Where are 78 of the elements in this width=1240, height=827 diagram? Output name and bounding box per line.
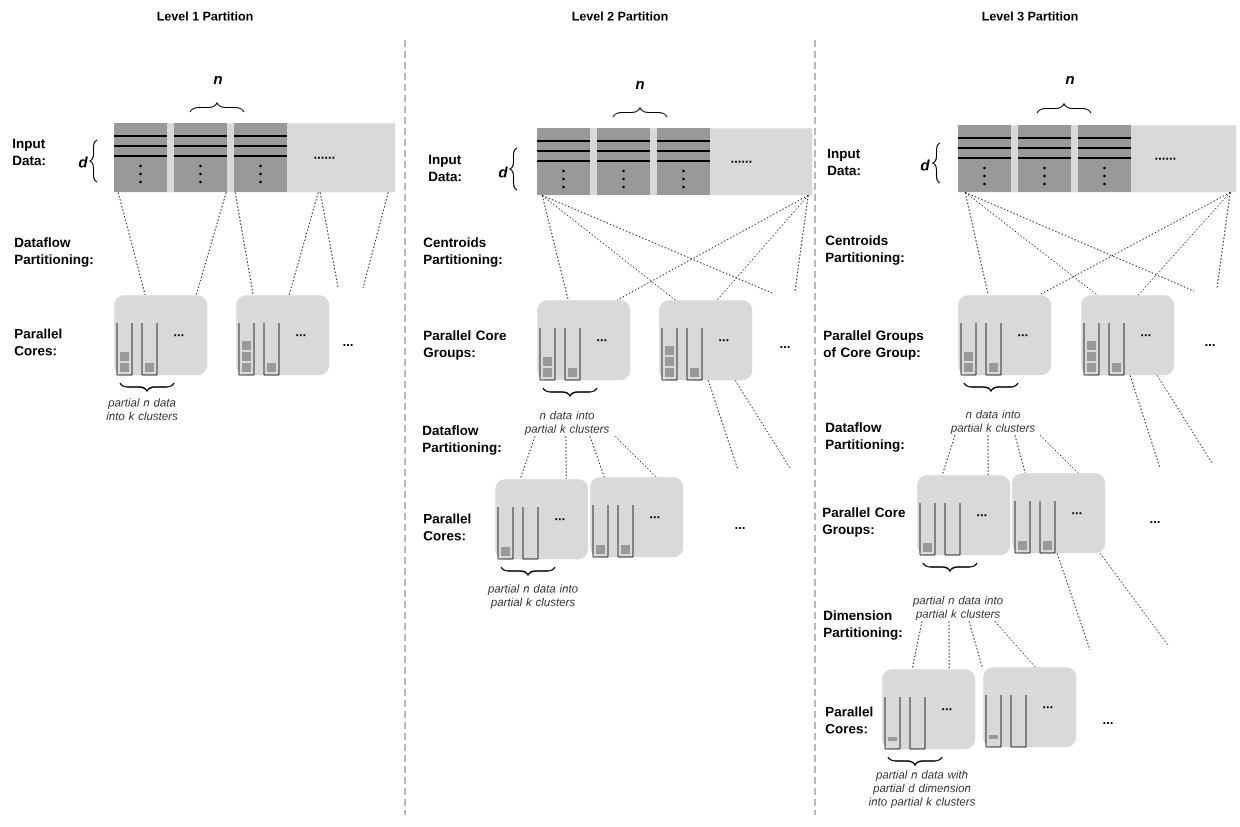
- dotted-line: [1099, 552, 1169, 646]
- dotted-line: [987, 434, 989, 476]
- variable-label: n: [1065, 75, 1074, 85]
- brace-caption: partial n data into partial k clusters: [912, 595, 1003, 621]
- dotted-line: [964, 191, 1195, 292]
- dotted-line: [319, 191, 339, 288]
- dotted-line: [1014, 434, 1026, 474]
- dotted-line: [1137, 191, 1231, 296]
- core-group-box: ...: [882, 669, 976, 750]
- dotted-line: [519, 435, 536, 480]
- dotted-line: [1156, 374, 1213, 464]
- ellipsis: ...: [343, 344, 353, 346]
- dotted-line: [541, 194, 569, 301]
- panel-title: Level 3 Partition: [982, 11, 1078, 21]
- row-label: Dataflow Partitioning:: [15, 237, 93, 267]
- dotted-line: [948, 620, 950, 670]
- brace-caption: partial n data into k clusters: [106, 398, 178, 421]
- dotted-line: [565, 435, 567, 480]
- dotted-line: [117, 191, 146, 296]
- dotted-line: [589, 435, 605, 478]
- row-label: Input Data:: [429, 154, 462, 182]
- core-group-box: ...: [958, 295, 1052, 376]
- variable-label: n: [213, 75, 222, 85]
- dotted-line: [734, 379, 791, 469]
- node-label: ...: [977, 514, 987, 517]
- dotted-line: [716, 194, 809, 301]
- brace-caption: partial n data with partial d dimension into partial k clusters: [868, 770, 976, 808]
- node-label: ...: [555, 518, 565, 521]
- core-group-box: ...: [114, 295, 208, 376]
- ellipsis: ...: [1205, 344, 1215, 346]
- dotted-line: [362, 191, 389, 289]
- ellipsis: ...: [780, 346, 790, 348]
- brace-caption: partial n data into partial k clusters: [487, 584, 578, 609]
- row-label: Dimension Partitioning:: [824, 610, 902, 640]
- core-group-box: ...: [495, 479, 589, 560]
- variable-label: n: [635, 80, 644, 90]
- dotted-line: [911, 620, 923, 670]
- core-group-box: ...: [537, 300, 631, 381]
- data-bar: ......: [537, 128, 813, 196]
- row-label: Centroids Partitioning:: [423, 237, 502, 267]
- ellipsis: ...: [735, 527, 745, 529]
- row-label: Parallel Core Groups:: [822, 507, 905, 537]
- node-label: ...: [1072, 512, 1082, 515]
- dotted-line: [614, 435, 657, 478]
- dotted-line: [1056, 552, 1091, 651]
- core-group-box: ...: [590, 477, 684, 558]
- dotted-line: [234, 191, 254, 296]
- row-label: Input Data:: [13, 138, 46, 166]
- ellipsis: ...: [1150, 521, 1160, 523]
- data-bar: ......: [114, 123, 396, 193]
- dotted-line: [941, 434, 956, 476]
- variable-label: d: [498, 166, 508, 178]
- dotted-line: [541, 194, 773, 294]
- variable-label: d: [78, 156, 88, 168]
- node-label: ...: [650, 516, 660, 519]
- dotted-line: [794, 194, 809, 292]
- brace-caption: n data into partial k clusters: [524, 410, 609, 436]
- variable-label: d: [920, 159, 930, 171]
- core-group-box: ...: [983, 667, 1077, 748]
- dotted-line: [1129, 374, 1161, 469]
- dotted-line: [195, 191, 227, 296]
- dotted-line: [968, 620, 983, 668]
- core-group-box: ...: [917, 475, 1011, 556]
- dotted-line: [1039, 434, 1079, 474]
- row-label: Centroids Partitioning:: [825, 235, 904, 265]
- row-label: Parallel Cores:: [423, 513, 471, 541]
- panel-title: Level 2 Partition: [572, 11, 668, 21]
- dotted-line: [994, 620, 1036, 668]
- brace-caption: n data into partial k clusters: [950, 409, 1035, 435]
- panel-title: Level 1 Partition: [157, 11, 253, 21]
- dotted-line: [964, 191, 989, 296]
- core-group-box: ...: [1012, 473, 1106, 554]
- data-bar: ......: [958, 125, 1237, 193]
- row-label: Input Data:: [828, 148, 861, 176]
- ellipsis: ...: [1103, 722, 1113, 724]
- dotted-line: [1216, 191, 1231, 289]
- dotted-line: [288, 191, 319, 296]
- dotted-line: [707, 379, 739, 471]
